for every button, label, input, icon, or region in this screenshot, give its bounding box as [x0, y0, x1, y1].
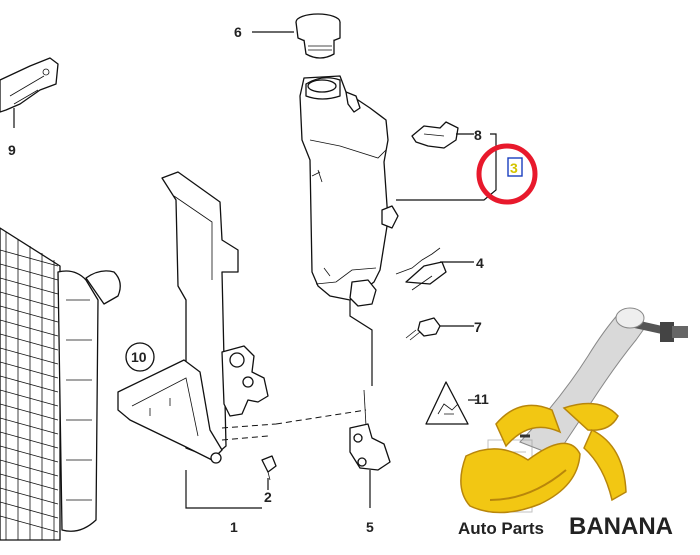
radiator-fin: [0, 347, 59, 365]
callout-2: 2: [264, 489, 272, 505]
radiator-fin: [0, 389, 59, 407]
bracket-part-9: [0, 57, 59, 113]
radiator-fin: [0, 333, 59, 351]
sensor-part-4: [395, 247, 447, 291]
callout-4: 4: [476, 255, 484, 271]
radiator-fin: [0, 263, 59, 281]
callout-8: 8: [474, 127, 482, 143]
bracket-part-1: [117, 171, 367, 464]
radiator-fin: [0, 487, 59, 505]
banana-logo: [460, 402, 627, 514]
bracket-part-8: [411, 121, 459, 149]
radiator-fin: [0, 249, 59, 267]
radiator-fin: [0, 291, 59, 309]
radiator-fin: [0, 473, 59, 491]
callout-10-circle: [125, 342, 155, 372]
callout-1: 1: [230, 519, 238, 535]
radiator-fin: [0, 445, 59, 463]
watermark-prefix: Auto Parts: [458, 519, 544, 538]
radiator-fin: [0, 403, 59, 421]
sensor-part-5: [349, 389, 391, 471]
radiator-fin: [0, 277, 59, 295]
callout-6: 6: [234, 24, 242, 40]
warning-label-part-11: [425, 381, 469, 425]
radiator-fin: [0, 459, 59, 477]
radiator-fin: [0, 431, 59, 449]
control-arm-image: [519, 307, 688, 457]
expansion-tank: [299, 75, 399, 307]
radiator-fin: [0, 305, 59, 323]
radiator-fin: [0, 375, 59, 393]
radiator-fin: [0, 417, 59, 435]
radiator-fin: [0, 501, 59, 519]
watermark-brand: BANANA: [569, 513, 673, 540]
callout-5: 5: [366, 519, 374, 535]
radiator: [0, 227, 121, 541]
screw-part-7: [405, 317, 441, 341]
callout-11: 11: [474, 391, 489, 407]
highlight-part-3: 3: [476, 143, 538, 205]
leader-lines: [13, 31, 497, 509]
highlight-circle: [476, 143, 538, 205]
radiator-fin: [0, 515, 59, 533]
cap-part-6: [295, 13, 341, 59]
callout-3: 3: [510, 160, 518, 176]
callout-9: 9: [8, 142, 16, 158]
radiator-fin: [0, 319, 59, 337]
highlight-label-box: [507, 157, 523, 177]
callouts: 6 9 8 4 7 11 2 1 5 10: [8, 24, 489, 535]
watermark: Auto Parts BANANA: [458, 307, 688, 540]
callout-10: 10: [131, 349, 147, 365]
bolt-part-2: [261, 455, 277, 481]
callout-7: 7: [474, 319, 482, 335]
radiator-fin: [0, 361, 59, 379]
